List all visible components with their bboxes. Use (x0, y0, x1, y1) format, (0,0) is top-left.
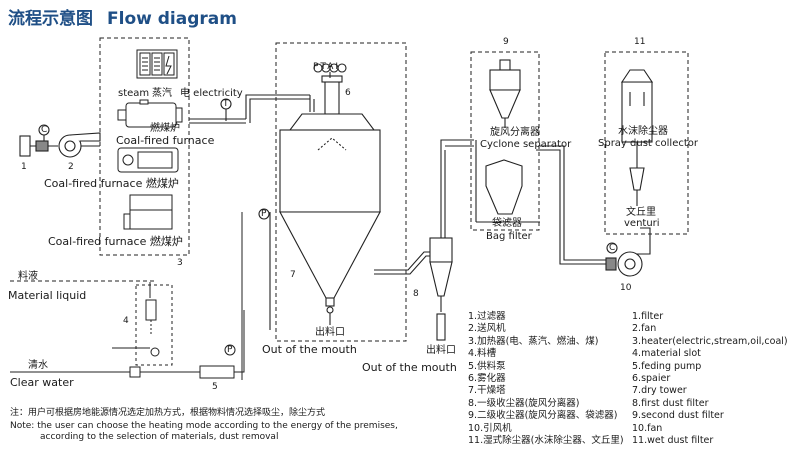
legend-en-item: 6.spaier (632, 372, 671, 384)
legend-en-item: 1.filter (632, 311, 664, 322)
number-6: 6 (345, 88, 351, 98)
number-1: 1 (21, 162, 27, 172)
legend-en-item: 5.feding pump (632, 360, 702, 372)
second-filter-enclosure (470, 51, 540, 231)
steam-label: steam (118, 88, 150, 99)
gauge-p-1: P (261, 209, 267, 219)
legend-zh-item: 3.加热器(电、蒸汽、燃油、煤) (468, 335, 599, 347)
legend-en-item: 3.heater(electric,stream,oil,coal) (632, 335, 788, 347)
legend-zh-item: 10.引风机 (468, 422, 512, 434)
clear-water-en: Clear water (10, 376, 74, 389)
furnace-1-en: Coal-fired furnace (116, 134, 215, 147)
tower-to-cyclone-pipe (374, 251, 432, 275)
material-liquid-zh: 料液 (18, 271, 38, 282)
gauge-t: T (223, 99, 229, 109)
number-3: 3 (177, 258, 183, 268)
legend-zh-item: 1.过滤器 (468, 311, 506, 322)
heater-icons (117, 49, 183, 230)
wet-dust-filter (620, 69, 654, 206)
number-2: 2 (68, 162, 74, 172)
number-4: 4 (123, 316, 129, 326)
note-zh: 注：用户可根据房地能源情况选定加热方式，根据物料情况选择吸尘，除尘方式 (10, 408, 326, 418)
heater-enclosure (99, 37, 190, 256)
legend-en-item: 7.dry tower (632, 385, 687, 397)
number-7: 7 (290, 270, 296, 280)
legend-en: 1.filter 2.fan 3.heater(electric,stream,… (632, 311, 788, 447)
cyclone-zh: 旋风分离器 (490, 127, 540, 138)
legend-zh-item: 7.干燥塔 (468, 385, 506, 397)
bag-filter-zh: 袋滤器 (492, 218, 522, 229)
number-8: 8 (413, 289, 419, 299)
gauge-c-2: C (609, 243, 616, 253)
legend-zh-item: 4.料槽 (468, 348, 497, 360)
electricity-label: 电 electricity (180, 88, 243, 99)
bag-filter-en: Bag filter (486, 231, 532, 242)
number-5: 5 (212, 382, 218, 392)
legend-zh-item: 5.供料泵 (468, 360, 506, 372)
first-cyclone (429, 139, 474, 341)
tower-enclosure (275, 42, 407, 342)
outlet-1-zh: 出料口 (315, 327, 345, 338)
outlet-1-en: Out of the mouth (262, 343, 357, 356)
furnace-2-label: Coal-fired furnace 燃煤炉 (44, 177, 179, 190)
gauge-c-1: C (41, 125, 48, 135)
number-11: 11 (634, 37, 646, 47)
instrument-tags: PTAI (313, 62, 341, 72)
venturi-en: venturi (624, 218, 660, 229)
legend-en-item: 4.material slot (632, 348, 701, 360)
legend-zh: 1.过滤器 2.送风机 3.加热器(电、蒸汽、燃油、煤) 4.料槽 5.供料泵 … (468, 311, 624, 447)
steam-zh-label: 蒸汽 (152, 88, 172, 99)
spray-collector-zh: 水沫除尘器 (618, 126, 668, 137)
material-liquid-en: Material liquid (8, 289, 87, 302)
legend-en-item: 11.wet dust filter (632, 434, 714, 446)
legend-zh-item: 2.送风机 (468, 323, 506, 335)
furnace-1-zh: 燃煤炉 (150, 123, 180, 134)
outlet-2-zh: 出料口 (426, 345, 456, 356)
hot-air-pipe (189, 94, 315, 124)
legend-en-item: 9.second dust filter (632, 410, 724, 422)
clear-water-line (10, 212, 245, 380)
spray-collector-en: Spray dust collector (598, 138, 698, 149)
note-en-1: Note: the user can choose the heating mo… (10, 421, 398, 431)
outlet-2-en: Out of the mouth (362, 361, 457, 374)
dry-tower (258, 63, 381, 330)
page-title: 流程示意图 Flow diagram (8, 4, 237, 29)
legend-zh-item: 6.雾化器 (468, 372, 506, 384)
second-filter (475, 59, 540, 223)
material-liquid-line (10, 280, 160, 357)
cyclone-en: Cyclone separator (480, 139, 572, 150)
legend-zh-item: 9.二级收尘器(旋风分离器、袋滤器) (468, 410, 618, 422)
gauge-p-2: P (227, 345, 233, 355)
venturi-zh: 文丘里 (626, 207, 656, 218)
legend-zh-item: 8.一级收尘器(旋风分离器) (468, 397, 580, 409)
legend-zh-item: 11.湿式除尘器(水沫除尘器、文丘里) (468, 434, 624, 446)
number-9: 9 (503, 37, 509, 47)
title-en: Flow diagram (107, 9, 237, 29)
legend-en-item: 8.first dust filter (632, 397, 709, 409)
note-en-2: according to the selection of materials,… (40, 432, 279, 442)
material-slot-enclosure (135, 284, 173, 366)
legend-en-item: 2.fan (632, 323, 657, 335)
furnace-3-label: Coal-fired furnace 燃煤炉 (48, 235, 183, 248)
number-10: 10 (620, 283, 632, 293)
filter-and-fan (19, 124, 101, 158)
legend-en-item: 10.fan (632, 422, 663, 434)
title-zh: 流程示意图 (8, 9, 93, 29)
clear-water-zh: 清水 (28, 360, 48, 371)
to-fan-pipe (536, 145, 606, 265)
exhaust-fan (605, 227, 651, 277)
